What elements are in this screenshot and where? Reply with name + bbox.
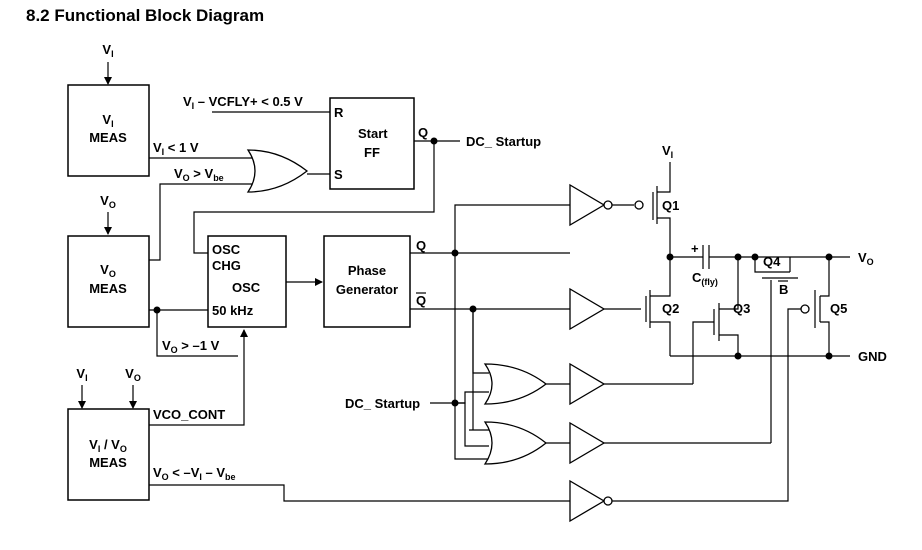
or-gate-ff	[246, 149, 309, 193]
start-ff-block: R S Q Start FF	[329, 97, 428, 190]
signal-vi-lt-1v: VI < 1 V	[153, 140, 199, 157]
vo-meas-block: VO MEAS	[67, 235, 150, 328]
vi-meas-block: VI MEAS	[67, 84, 150, 177]
signal-vo-lt: VO < –VI – Vbe	[153, 465, 236, 482]
gnd-label: GND	[858, 349, 887, 364]
osc-osc2-label: OSC	[232, 280, 261, 295]
ff-pin-r: R	[334, 105, 344, 120]
inverter-q1	[569, 183, 644, 227]
vo-meas-meas: MEAS	[89, 281, 127, 296]
osc-osc-label: OSC	[212, 242, 241, 257]
buffer-q2	[569, 287, 606, 331]
q2-label: Q2	[662, 301, 679, 316]
vi-meas-meas: MEAS	[89, 130, 127, 145]
generator-label: Generator	[336, 282, 398, 297]
junction-dots	[153, 137, 833, 407]
osc-block: OSC CHG OSC 50 kHz	[207, 235, 287, 328]
q3-label: Q3	[733, 301, 750, 316]
dc-startup-input: DC_ Startup	[345, 396, 420, 411]
osc-chg-label: CHG	[212, 258, 241, 273]
ff-pin-q: Q	[418, 125, 428, 140]
signal-vi-vcfly: VI – VCFLY+ < 0.5 V	[183, 94, 303, 111]
cap-plus: +	[691, 241, 699, 256]
dc-startup-output: DC_ Startup	[466, 134, 541, 149]
ff-pin-s: S	[334, 167, 343, 182]
signal-vco-cont: VCO_CONT	[153, 407, 225, 422]
phase-label: Phase	[348, 263, 386, 278]
vi-q1-label: VI	[662, 143, 673, 160]
q5-label: Q5	[830, 301, 847, 316]
page-title: 8.2 Functional Block Diagram	[26, 6, 265, 25]
wires	[78, 62, 850, 502]
vo-output-label: VO	[858, 250, 874, 267]
or-gate-2	[483, 421, 548, 465]
svg-text:VI / VO: VI / VO	[89, 437, 127, 454]
vo-bottom-input: VO	[125, 366, 141, 383]
q4-label: Q4	[763, 254, 781, 269]
signal-vo-gt-vbe: VO > Vbe	[174, 166, 224, 183]
b-label: B	[779, 282, 788, 297]
vo-meas-label: V	[100, 262, 109, 277]
phase-pin-qbar: Q	[416, 293, 426, 308]
buffer-q3	[569, 362, 606, 406]
vi-top-input: VI	[102, 42, 113, 59]
ff-ff-label: FF	[364, 145, 380, 160]
vo-mid-input: VO	[100, 193, 116, 210]
q1-label: Q1	[662, 198, 679, 213]
vivo-meas-block: VI / VO MEAS	[67, 408, 150, 501]
buffer-q4	[569, 421, 606, 465]
inverter-q5	[569, 304, 810, 523]
phase-generator-block: Phase Generator Q Q	[323, 235, 426, 328]
vi-meas-label: V	[102, 112, 111, 127]
osc-freq-label: 50 kHz	[212, 303, 254, 318]
ff-start-label: Start	[358, 126, 388, 141]
cfly-label: C(fly)	[692, 270, 718, 287]
or-gate-1	[483, 363, 548, 405]
svg-text:VO: VO	[100, 262, 116, 279]
vi-bottom-input: VI	[76, 366, 87, 383]
signal-vo-gt-m1v: VO > –1 V	[162, 338, 220, 355]
vivo-meas-meas: MEAS	[89, 455, 127, 470]
svg-text:VI: VI	[102, 112, 113, 129]
phase-pin-q: Q	[416, 238, 426, 253]
